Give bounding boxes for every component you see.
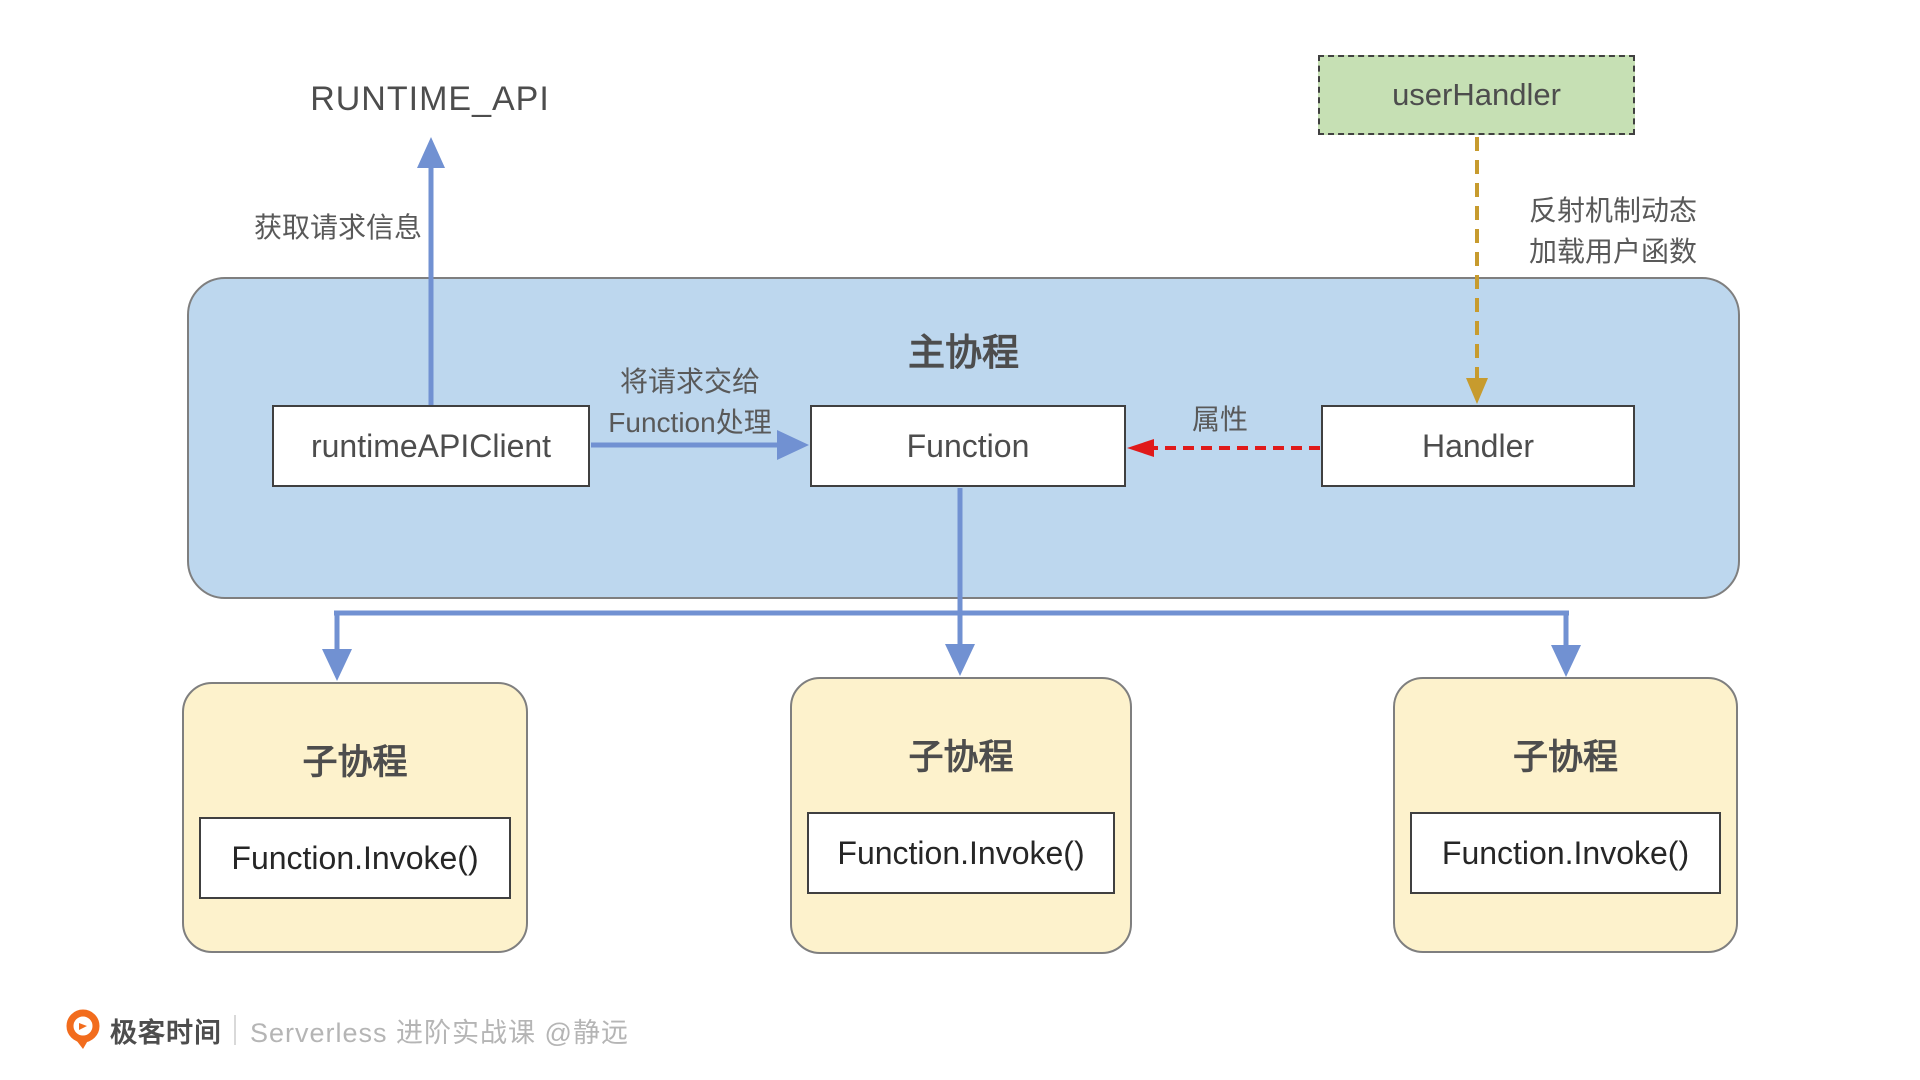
fetch-request-label: 获取请求信息: [253, 212, 422, 243]
runtime-api-client-node: runtimeAPIClient: [272, 405, 590, 487]
function-invoke-label: Function.Invoke(): [837, 834, 1085, 871]
runtime-api-client-label: runtimeAPIClient: [310, 427, 552, 464]
function-invoke-label: Function.Invoke(): [1441, 834, 1690, 871]
user-handler-label: userHandler: [1392, 77, 1561, 112]
sub-coroutine-box-2: 子协程 Function.Invoke(): [790, 677, 1132, 954]
function-node: Function: [810, 405, 1126, 487]
sub-coroutine-title: 子协程: [908, 738, 1014, 777]
footer-course-label: Serverless 进阶实战课 @静远: [250, 1017, 629, 1048]
handler-label: Handler: [1421, 427, 1535, 464]
sub-coroutine-box-3: 子协程 Function.Invoke(): [1393, 677, 1738, 953]
handoff-label: 将请求交给 Function处理: [578, 361, 802, 443]
user-handler-box: userHandler: [1318, 55, 1635, 135]
main-coroutine-title: 主协程: [908, 332, 1019, 373]
function-invoke-node: Function.Invoke(): [199, 817, 511, 899]
function-invoke-label: Function.Invoke(): [231, 839, 479, 876]
function-invoke-node: Function.Invoke(): [1410, 812, 1721, 894]
reflection-label-line2: 加载用户函数: [1528, 236, 1697, 267]
footer: 极客时间 Serverless 进阶实战课 @静远: [64, 1008, 629, 1052]
footer-brand-label: 极客时间: [110, 1017, 222, 1048]
handler-node: Handler: [1321, 405, 1635, 487]
footer-divider: [234, 1015, 236, 1045]
sub-coroutine-title: 子协程: [302, 743, 408, 782]
sub-coroutine-title: 子协程: [1512, 738, 1618, 777]
geektime-logo-icon: [66, 1009, 100, 1049]
handoff-label-line2: Function处理: [608, 407, 772, 438]
function-invoke-node: Function.Invoke(): [807, 812, 1115, 894]
function-label: Function: [906, 427, 1030, 464]
handoff-label-line1: 将请求交给: [619, 366, 760, 397]
sub-coroutine-box-1: 子协程 Function.Invoke(): [182, 682, 528, 953]
reflection-label: 反射机制动态 加载用户函数: [1498, 190, 1728, 272]
attribute-label: 属性: [1191, 404, 1248, 435]
runtime-api-label: RUNTIME_API: [310, 80, 550, 118]
reflection-label-line1: 反射机制动态: [1528, 195, 1697, 226]
